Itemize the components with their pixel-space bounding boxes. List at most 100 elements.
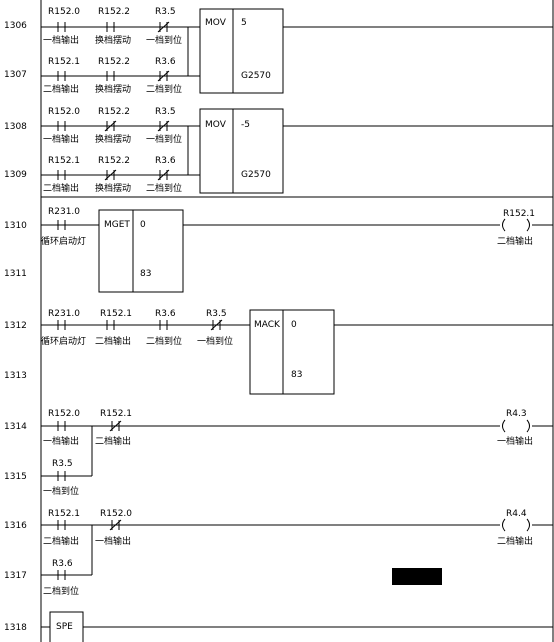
contact[interactable]: R3.6 二档到位 bbox=[146, 156, 182, 194]
contact-comment: 换档摆动 bbox=[95, 133, 131, 145]
contact[interactable]: R152.0 一档输出 bbox=[43, 107, 80, 145]
contact-address: R152.0 bbox=[48, 409, 80, 419]
block-param: G2570 bbox=[241, 170, 271, 180]
contact-comment: 二档输出 bbox=[95, 435, 131, 447]
row-numbers: 1306 1307 1308 1309 1310 1311 1312 1313 … bbox=[4, 21, 27, 633]
contact-address: R152.1 bbox=[100, 409, 132, 419]
row-number: 1306 bbox=[4, 21, 27, 31]
contact[interactable]: R3.5 一档到位 bbox=[43, 459, 79, 497]
contact-address: R3.6 bbox=[155, 156, 176, 166]
contact-comment: 一档到位 bbox=[43, 485, 79, 497]
contact[interactable]: R152.1 二档输出 bbox=[43, 509, 80, 547]
rung-1306[interactable]: R152.0 一档输出 R152.2 换档摆动 R3.5 一档到位 R152.1… bbox=[41, 7, 553, 95]
row-number: 1313 bbox=[4, 371, 27, 381]
rung-1314[interactable]: R152.0 一档输出 R152.1 二档输出 R3.5 一档到位 R4.3 一… bbox=[41, 409, 553, 497]
contact-comment: 一档输出 bbox=[43, 435, 79, 447]
contact[interactable]: R152.2 换档摆动 bbox=[95, 57, 131, 95]
row-number: 1318 bbox=[4, 623, 27, 633]
row-number: 1308 bbox=[4, 122, 27, 132]
block-name: MOV bbox=[205, 18, 227, 28]
spe-function-block[interactable]: SPE bbox=[49, 611, 84, 642]
contact-address: R231.0 bbox=[48, 309, 80, 319]
contact[interactable]: R3.5 一档到位 bbox=[146, 107, 182, 145]
contact-comment: 换档摆动 bbox=[95, 83, 131, 95]
row-number: 1317 bbox=[4, 571, 27, 581]
mov-function-block[interactable]: MOV -5 G2570 bbox=[199, 108, 284, 194]
block-param: 83 bbox=[291, 370, 302, 380]
coil-address: R4.3 bbox=[506, 409, 527, 419]
mack-function-block[interactable]: MACK 0 83 bbox=[249, 309, 335, 395]
coil[interactable]: R152.1 二档输出 bbox=[497, 209, 535, 247]
contact-address: R152.1 bbox=[100, 309, 132, 319]
contact-address: R152.2 bbox=[98, 57, 130, 67]
contact-address: R152.0 bbox=[100, 509, 132, 519]
contact[interactable]: R231.0 循环启动灯 bbox=[41, 207, 86, 247]
contact-comment: 二档到位 bbox=[146, 335, 182, 347]
rung-1316[interactable]: R152.1 二档输出 R152.0 一档输出 R3.6 二档到位 R4.4 二… bbox=[41, 509, 553, 597]
coil-address: R152.1 bbox=[503, 209, 535, 219]
contact[interactable]: R3.6 二档到位 bbox=[43, 559, 79, 597]
block-name: MOV bbox=[205, 120, 227, 130]
contact[interactable]: R152.1 二档输出 bbox=[95, 409, 132, 447]
contact[interactable]: R3.5 一档到位 bbox=[197, 309, 233, 347]
contact[interactable]: R152.2 换档摆动 bbox=[95, 7, 131, 46]
contact[interactable]: R152.0 一档输出 bbox=[43, 409, 80, 447]
contact[interactable]: R152.0 一档输出 bbox=[43, 7, 80, 46]
contact[interactable]: R231.0 循环启动灯 bbox=[41, 309, 86, 347]
contact-comment: 循环启动灯 bbox=[41, 335, 86, 347]
block-param: -5 bbox=[241, 120, 250, 130]
rung-1310[interactable]: R231.0 循环启动灯 MGET 0 83 R152.1 二档输出 bbox=[41, 207, 553, 293]
contact-address: R152.1 bbox=[48, 509, 80, 519]
block-param: G2570 bbox=[241, 71, 271, 81]
rung-1308[interactable]: R152.0 一档输出 R152.2 换档摆动 R3.5 一档到位 R152.1… bbox=[41, 107, 553, 194]
rung-1312[interactable]: R231.0 循环启动灯 R152.1 二档输出 R3.6 二档到位 R3.5 … bbox=[41, 309, 553, 395]
contact[interactable]: R152.1 二档输出 bbox=[95, 309, 132, 347]
coil[interactable]: R4.3 一档输出 bbox=[497, 409, 533, 447]
contact-address: R3.5 bbox=[52, 459, 73, 469]
contact[interactable]: R152.1 二档输出 bbox=[43, 57, 80, 95]
contact[interactable]: R152.1 二档输出 bbox=[43, 156, 80, 194]
contact-comment: 二档输出 bbox=[43, 83, 79, 95]
contact[interactable]: R152.0 一档输出 bbox=[95, 509, 132, 547]
contact-comment: 二档到位 bbox=[43, 585, 79, 597]
row-number: 1314 bbox=[4, 422, 27, 432]
contact-comment: 一档输出 bbox=[43, 133, 79, 145]
contact-comment: 循环启动灯 bbox=[41, 235, 86, 247]
contact[interactable]: R3.6 二档到位 bbox=[146, 57, 182, 95]
contact-comment: 一档输出 bbox=[43, 34, 79, 46]
contact-comment: 二档输出 bbox=[43, 535, 79, 547]
contact-address: R3.6 bbox=[52, 559, 73, 569]
mov-function-block[interactable]: MOV 5 G2570 bbox=[199, 8, 284, 94]
row-number: 1316 bbox=[4, 521, 27, 531]
contact-comment: 二档输出 bbox=[95, 335, 131, 347]
row-number: 1307 bbox=[4, 70, 27, 80]
contact-comment: 一档到位 bbox=[146, 133, 182, 145]
contact-address: R152.1 bbox=[48, 57, 80, 67]
row-number: 1309 bbox=[4, 170, 27, 180]
contact[interactable]: R3.5 一档到位 bbox=[146, 7, 182, 46]
row-number: 1315 bbox=[4, 472, 27, 482]
coil-comment: 二档输出 bbox=[497, 235, 533, 247]
contact-comment: 一档到位 bbox=[146, 34, 182, 46]
contact-comment: 二档到位 bbox=[146, 182, 182, 194]
contact[interactable]: R3.6 二档到位 bbox=[146, 309, 182, 347]
row-number: 1312 bbox=[4, 321, 27, 331]
contact-address: R152.0 bbox=[48, 107, 80, 117]
block-param: 0 bbox=[140, 220, 146, 230]
mget-function-block[interactable]: MGET 0 83 bbox=[98, 209, 184, 293]
rung-1318[interactable]: SPE bbox=[41, 611, 553, 642]
contact[interactable]: R152.2 换档摆动 bbox=[95, 107, 131, 145]
coil-address: R4.4 bbox=[506, 509, 527, 519]
block-name: SPE bbox=[56, 622, 73, 632]
coil[interactable]: R4.4 二档输出 bbox=[497, 509, 533, 547]
contact-address: R3.5 bbox=[206, 309, 227, 319]
coil-comment: 一档输出 bbox=[497, 435, 533, 447]
coil-comment: 二档输出 bbox=[497, 535, 533, 547]
contact-comment: 一档到位 bbox=[197, 335, 233, 347]
block-name: MGET bbox=[104, 220, 130, 230]
contact[interactable]: R152.2 换档摆动 bbox=[95, 156, 131, 194]
block-name: MACK bbox=[254, 320, 281, 330]
contact-address: R152.0 bbox=[48, 7, 80, 17]
contact-address: R152.2 bbox=[98, 7, 130, 17]
